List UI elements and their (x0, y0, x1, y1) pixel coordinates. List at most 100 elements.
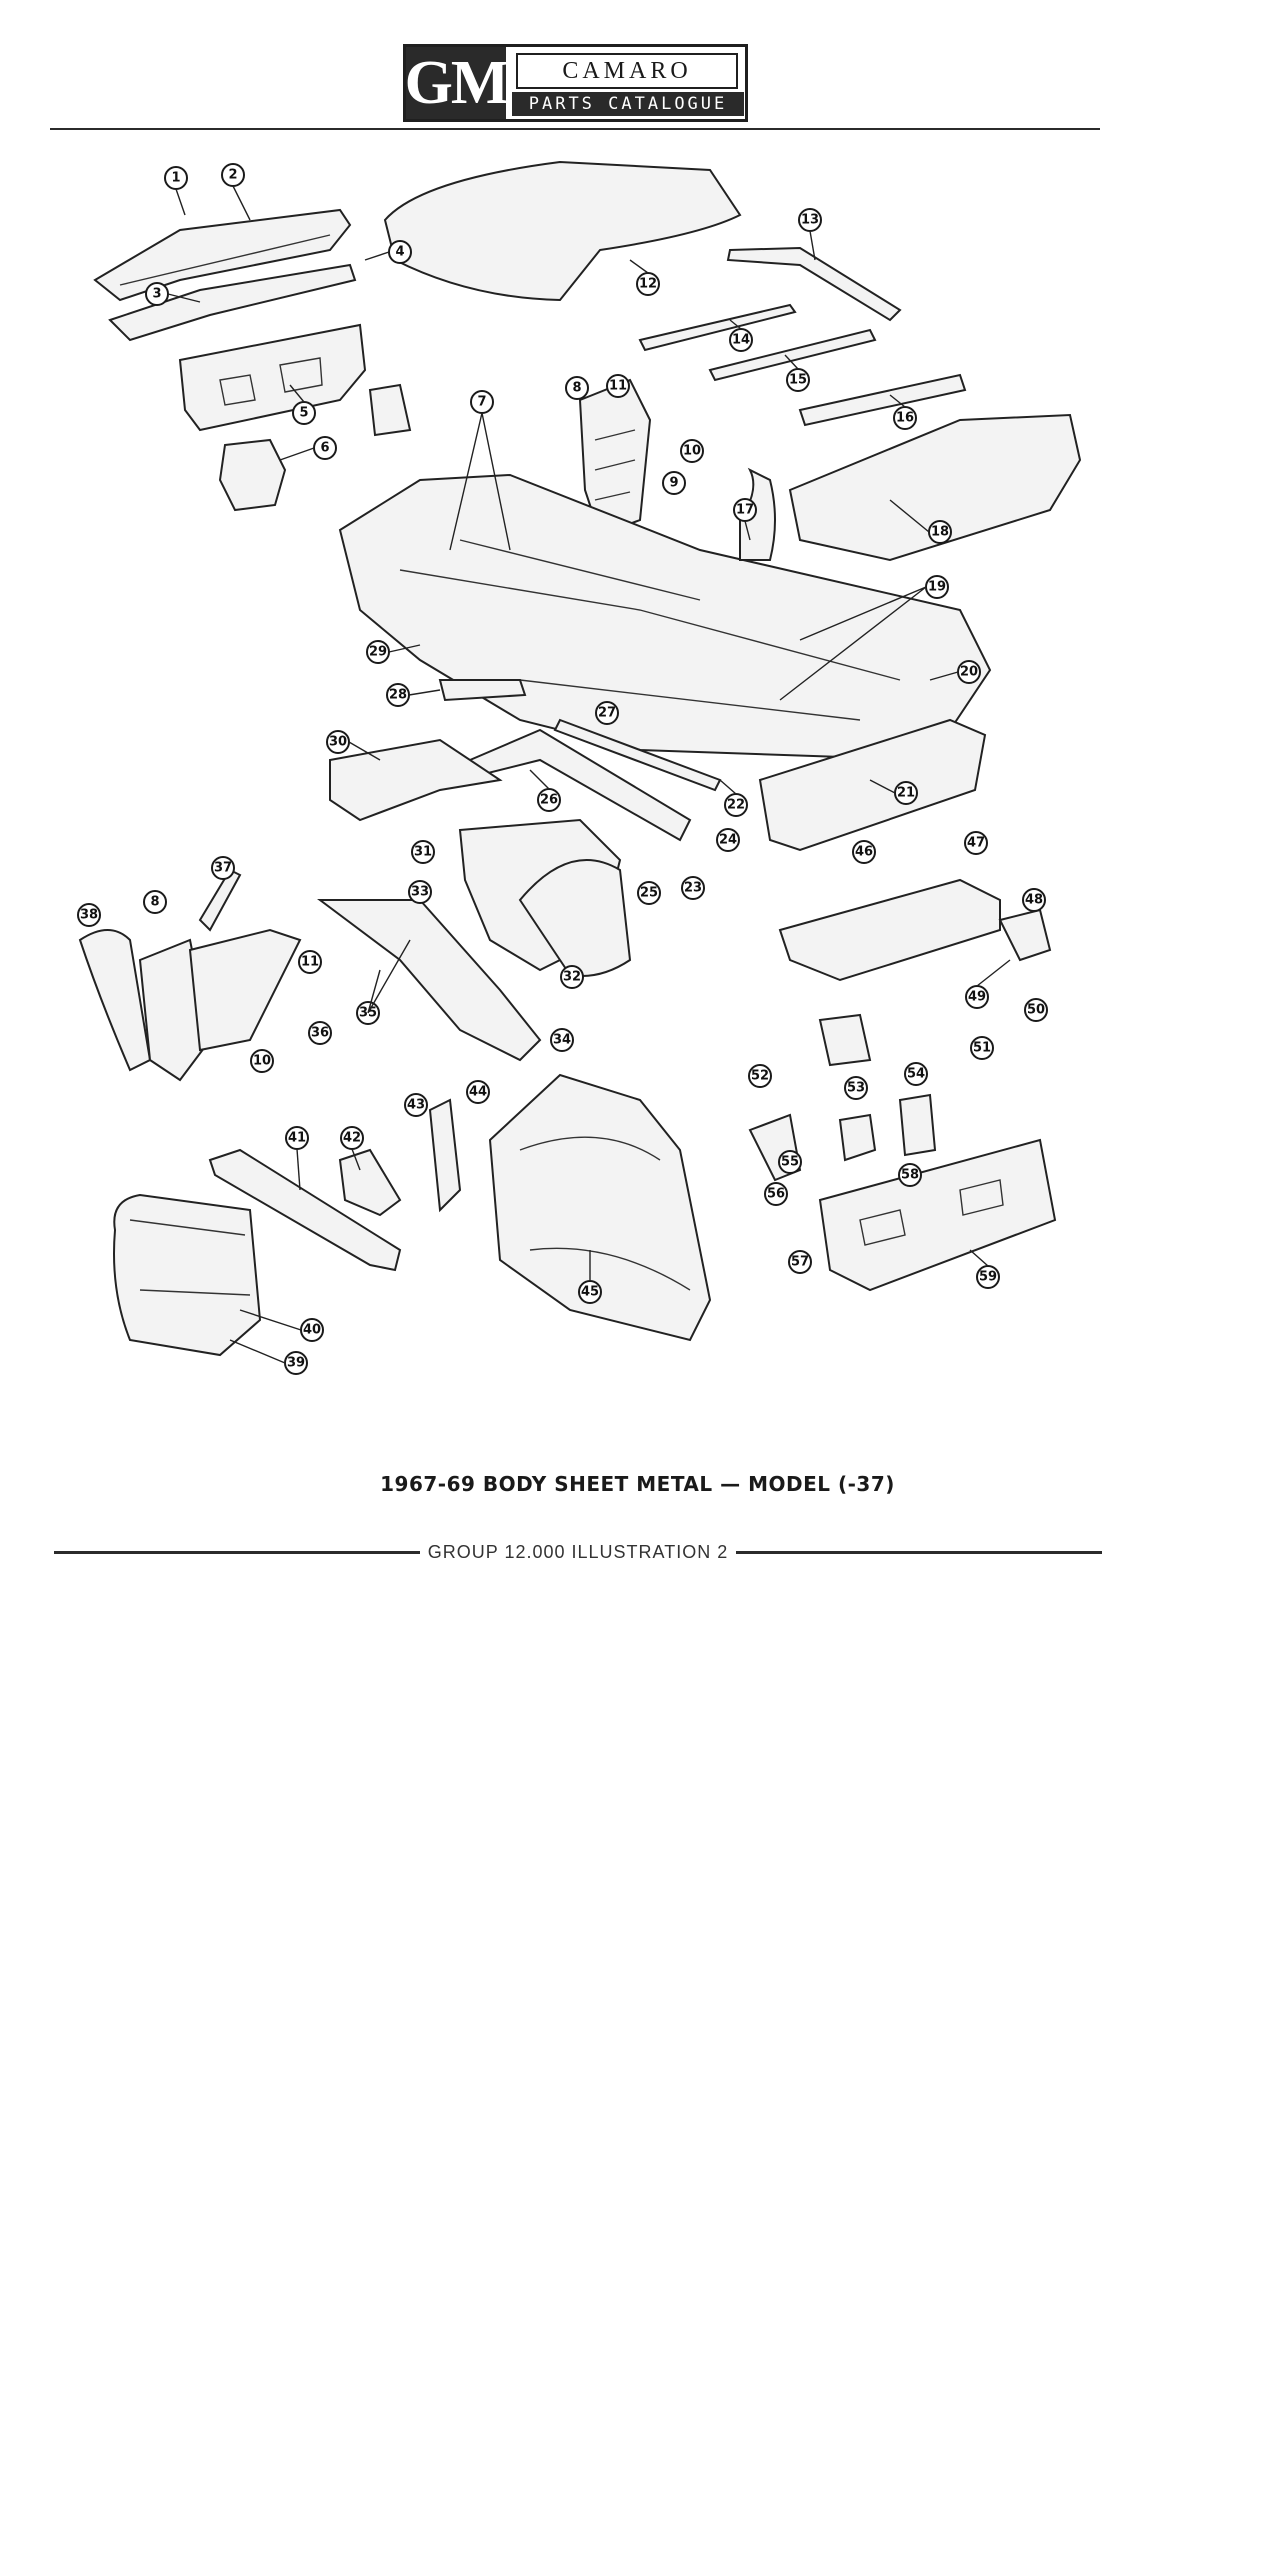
svg-text:44: 44 (469, 1085, 487, 1100)
callout-14: 14 (729, 328, 753, 352)
callout-3: 3 (145, 282, 169, 306)
callout-44: 44 (466, 1080, 490, 1104)
callout-23: 23 (681, 876, 705, 900)
svg-text:13: 13 (801, 213, 819, 228)
part-dash-panel (178, 323, 367, 432)
callout-53: 53 (844, 1076, 868, 1100)
callout-13: 13 (798, 208, 822, 232)
part-door-frame-38 (78, 929, 152, 1072)
callout-8-upper: 8 (565, 376, 589, 400)
callout-18: 18 (928, 520, 952, 544)
part-cowl-lower (108, 263, 357, 342)
group-rule-right (736, 1550, 1102, 1554)
svg-text:22: 22 (727, 798, 745, 813)
svg-text:4: 4 (395, 245, 404, 260)
callouts: 1 2 3 4 5 6 7 8 11 10 9 12 13 14 15 16 1… (77, 163, 1048, 1375)
illustration-caption: 1967-69 BODY SHEET METAL — MODEL (-37) (380, 1472, 895, 1496)
header-rule (50, 128, 1100, 130)
svg-text:48: 48 (1025, 893, 1043, 908)
callout-33: 33 (408, 880, 432, 904)
callout-50: 50 (1024, 998, 1048, 1022)
callout-11-lower: 11 (298, 950, 322, 974)
callout-28: 28 (386, 683, 410, 707)
part-lock-pillar (428, 1098, 462, 1213)
svg-text:26: 26 (540, 793, 558, 808)
svg-text:49: 49 (968, 990, 986, 1005)
callout-20: 20 (957, 660, 981, 684)
svg-text:7: 7 (477, 395, 486, 410)
part-cowl-top (93, 208, 352, 302)
part-bracket (218, 438, 287, 512)
callout-12: 12 (636, 272, 660, 296)
part-wheelhouse-outer (518, 859, 632, 977)
part-shapes (78, 160, 1082, 1357)
callout-46: 46 (852, 840, 876, 864)
callout-2: 2 (221, 163, 245, 187)
svg-text:40: 40 (303, 1323, 321, 1338)
svg-text:28: 28 (389, 688, 407, 703)
callout-57: 57 (788, 1250, 812, 1274)
svg-text:10: 10 (683, 444, 701, 459)
callout-36: 36 (308, 1021, 332, 1045)
callout-43: 43 (404, 1093, 428, 1117)
svg-text:32: 32 (563, 970, 581, 985)
part-rail-30 (329, 738, 503, 822)
svg-text:54: 54 (907, 1067, 925, 1082)
callout-31: 31 (411, 840, 435, 864)
callout-47: 47 (964, 831, 988, 855)
callout-32: 32 (560, 965, 584, 989)
svg-text:8: 8 (150, 895, 159, 910)
svg-text:55: 55 (781, 1155, 799, 1170)
callout-15: 15 (786, 368, 810, 392)
svg-text:29: 29 (369, 645, 387, 660)
svg-text:6: 6 (320, 441, 329, 456)
callout-38: 38 (77, 903, 101, 927)
callout-42: 42 (340, 1126, 364, 1150)
svg-text:41: 41 (288, 1131, 306, 1146)
gm-parts-catalogue-logo: GM CAMARO PARTS CATALOGUE (403, 44, 748, 122)
svg-text:20: 20 (960, 665, 978, 680)
callout-10-lower: 10 (250, 1049, 274, 1073)
callout-19: 19 (925, 575, 949, 599)
svg-text:3: 3 (152, 287, 161, 302)
svg-text:27: 27 (598, 706, 616, 721)
part-quarter-inner (317, 899, 542, 1062)
part-rail-22 (553, 718, 722, 792)
part-package-tray (778, 878, 1001, 982)
svg-text:47: 47 (967, 836, 985, 851)
svg-text:1: 1 (171, 171, 180, 186)
svg-text:18: 18 (931, 525, 949, 540)
callout-10-upper: 10 (680, 439, 704, 463)
callout-56: 56 (764, 1182, 788, 1206)
svg-text:36: 36 (311, 1026, 329, 1041)
part-support-55 (818, 1013, 872, 1067)
svg-text:52: 52 (751, 1069, 769, 1084)
part-rear-rail (798, 373, 967, 427)
part-door-frame-10 (188, 928, 302, 1052)
callout-49: 49 (965, 985, 989, 1009)
callout-59: 59 (976, 1265, 1000, 1289)
part-rail-outer (708, 328, 877, 382)
part-strip-37 (198, 868, 242, 932)
svg-text:51: 51 (973, 1041, 991, 1056)
callout-58: 58 (898, 1163, 922, 1187)
callout-51: 51 (970, 1036, 994, 1060)
part-bracket-48 (998, 908, 1052, 962)
part-hinge-support (368, 383, 412, 437)
svg-text:12: 12 (639, 277, 657, 292)
callout-30: 30 (326, 730, 350, 754)
part-roof-panel (383, 160, 742, 302)
callout-29: 29 (366, 640, 390, 664)
svg-text:21: 21 (897, 786, 915, 801)
callout-9: 9 (662, 471, 686, 495)
callout-21: 21 (894, 781, 918, 805)
svg-text:25: 25 (640, 886, 658, 901)
callout-48: 48 (1022, 888, 1046, 912)
svg-text:45: 45 (581, 1285, 599, 1300)
leader-lines (167, 185, 1011, 1364)
part-brace-28 (438, 679, 527, 702)
svg-text:19: 19 (928, 580, 946, 595)
callout-37: 37 (211, 856, 235, 880)
part-rocker-panel (208, 1148, 402, 1272)
callout-17: 17 (733, 498, 757, 522)
